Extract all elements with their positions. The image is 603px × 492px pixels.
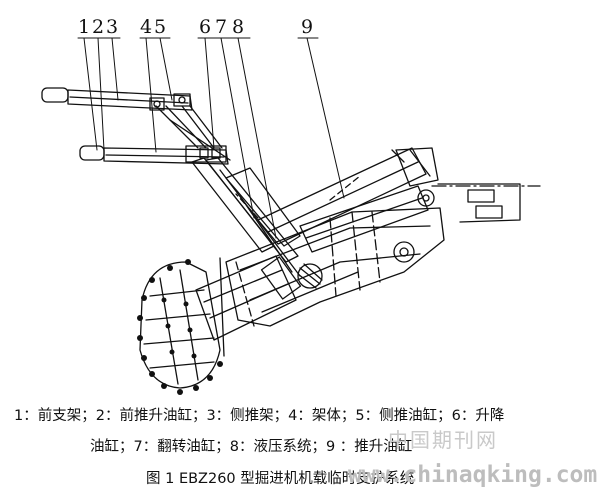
callout-8: 8 xyxy=(232,16,245,38)
cutter-picks xyxy=(137,259,223,395)
leader-lines xyxy=(77,37,345,239)
callout-4: 4 xyxy=(140,16,153,38)
legend-line-2: 油缸；7：翻转油缸；8：液压系统；9 ：推升油缸 xyxy=(90,439,413,455)
front-support-upper xyxy=(41,87,193,111)
watermark-site-name: 中国期刊网 xyxy=(388,428,498,452)
callout-5: 5 xyxy=(154,16,167,38)
lifting-cylinders xyxy=(191,157,302,300)
machine-body xyxy=(225,207,445,327)
watermark-url: www.chinaqking.com xyxy=(348,462,598,488)
cutting-arm xyxy=(195,255,297,357)
callout-6: 6 xyxy=(199,16,212,38)
side-push-linkage xyxy=(155,105,231,161)
rear-platform xyxy=(391,147,541,223)
machine-drawing: 1 2 3 4 5 6 7 8 9 xyxy=(41,16,541,395)
legend-line-1: 1：前支架；2：前推升油缸；3：侧推架；4：架体；5：侧推油缸；6：升降 xyxy=(14,408,505,424)
callout-9: 9 xyxy=(301,16,314,38)
boom-upper xyxy=(235,147,429,253)
callout-3: 3 xyxy=(106,16,119,38)
callout-7: 7 xyxy=(215,16,228,38)
callout-1: 1 xyxy=(78,16,91,38)
cutting-head xyxy=(137,259,223,395)
callout-2: 2 xyxy=(92,16,105,38)
figure-caption: 图 1 EBZ260 型掘进机机载临时支护系统 xyxy=(146,471,415,487)
line-drawing-svg xyxy=(41,37,541,395)
